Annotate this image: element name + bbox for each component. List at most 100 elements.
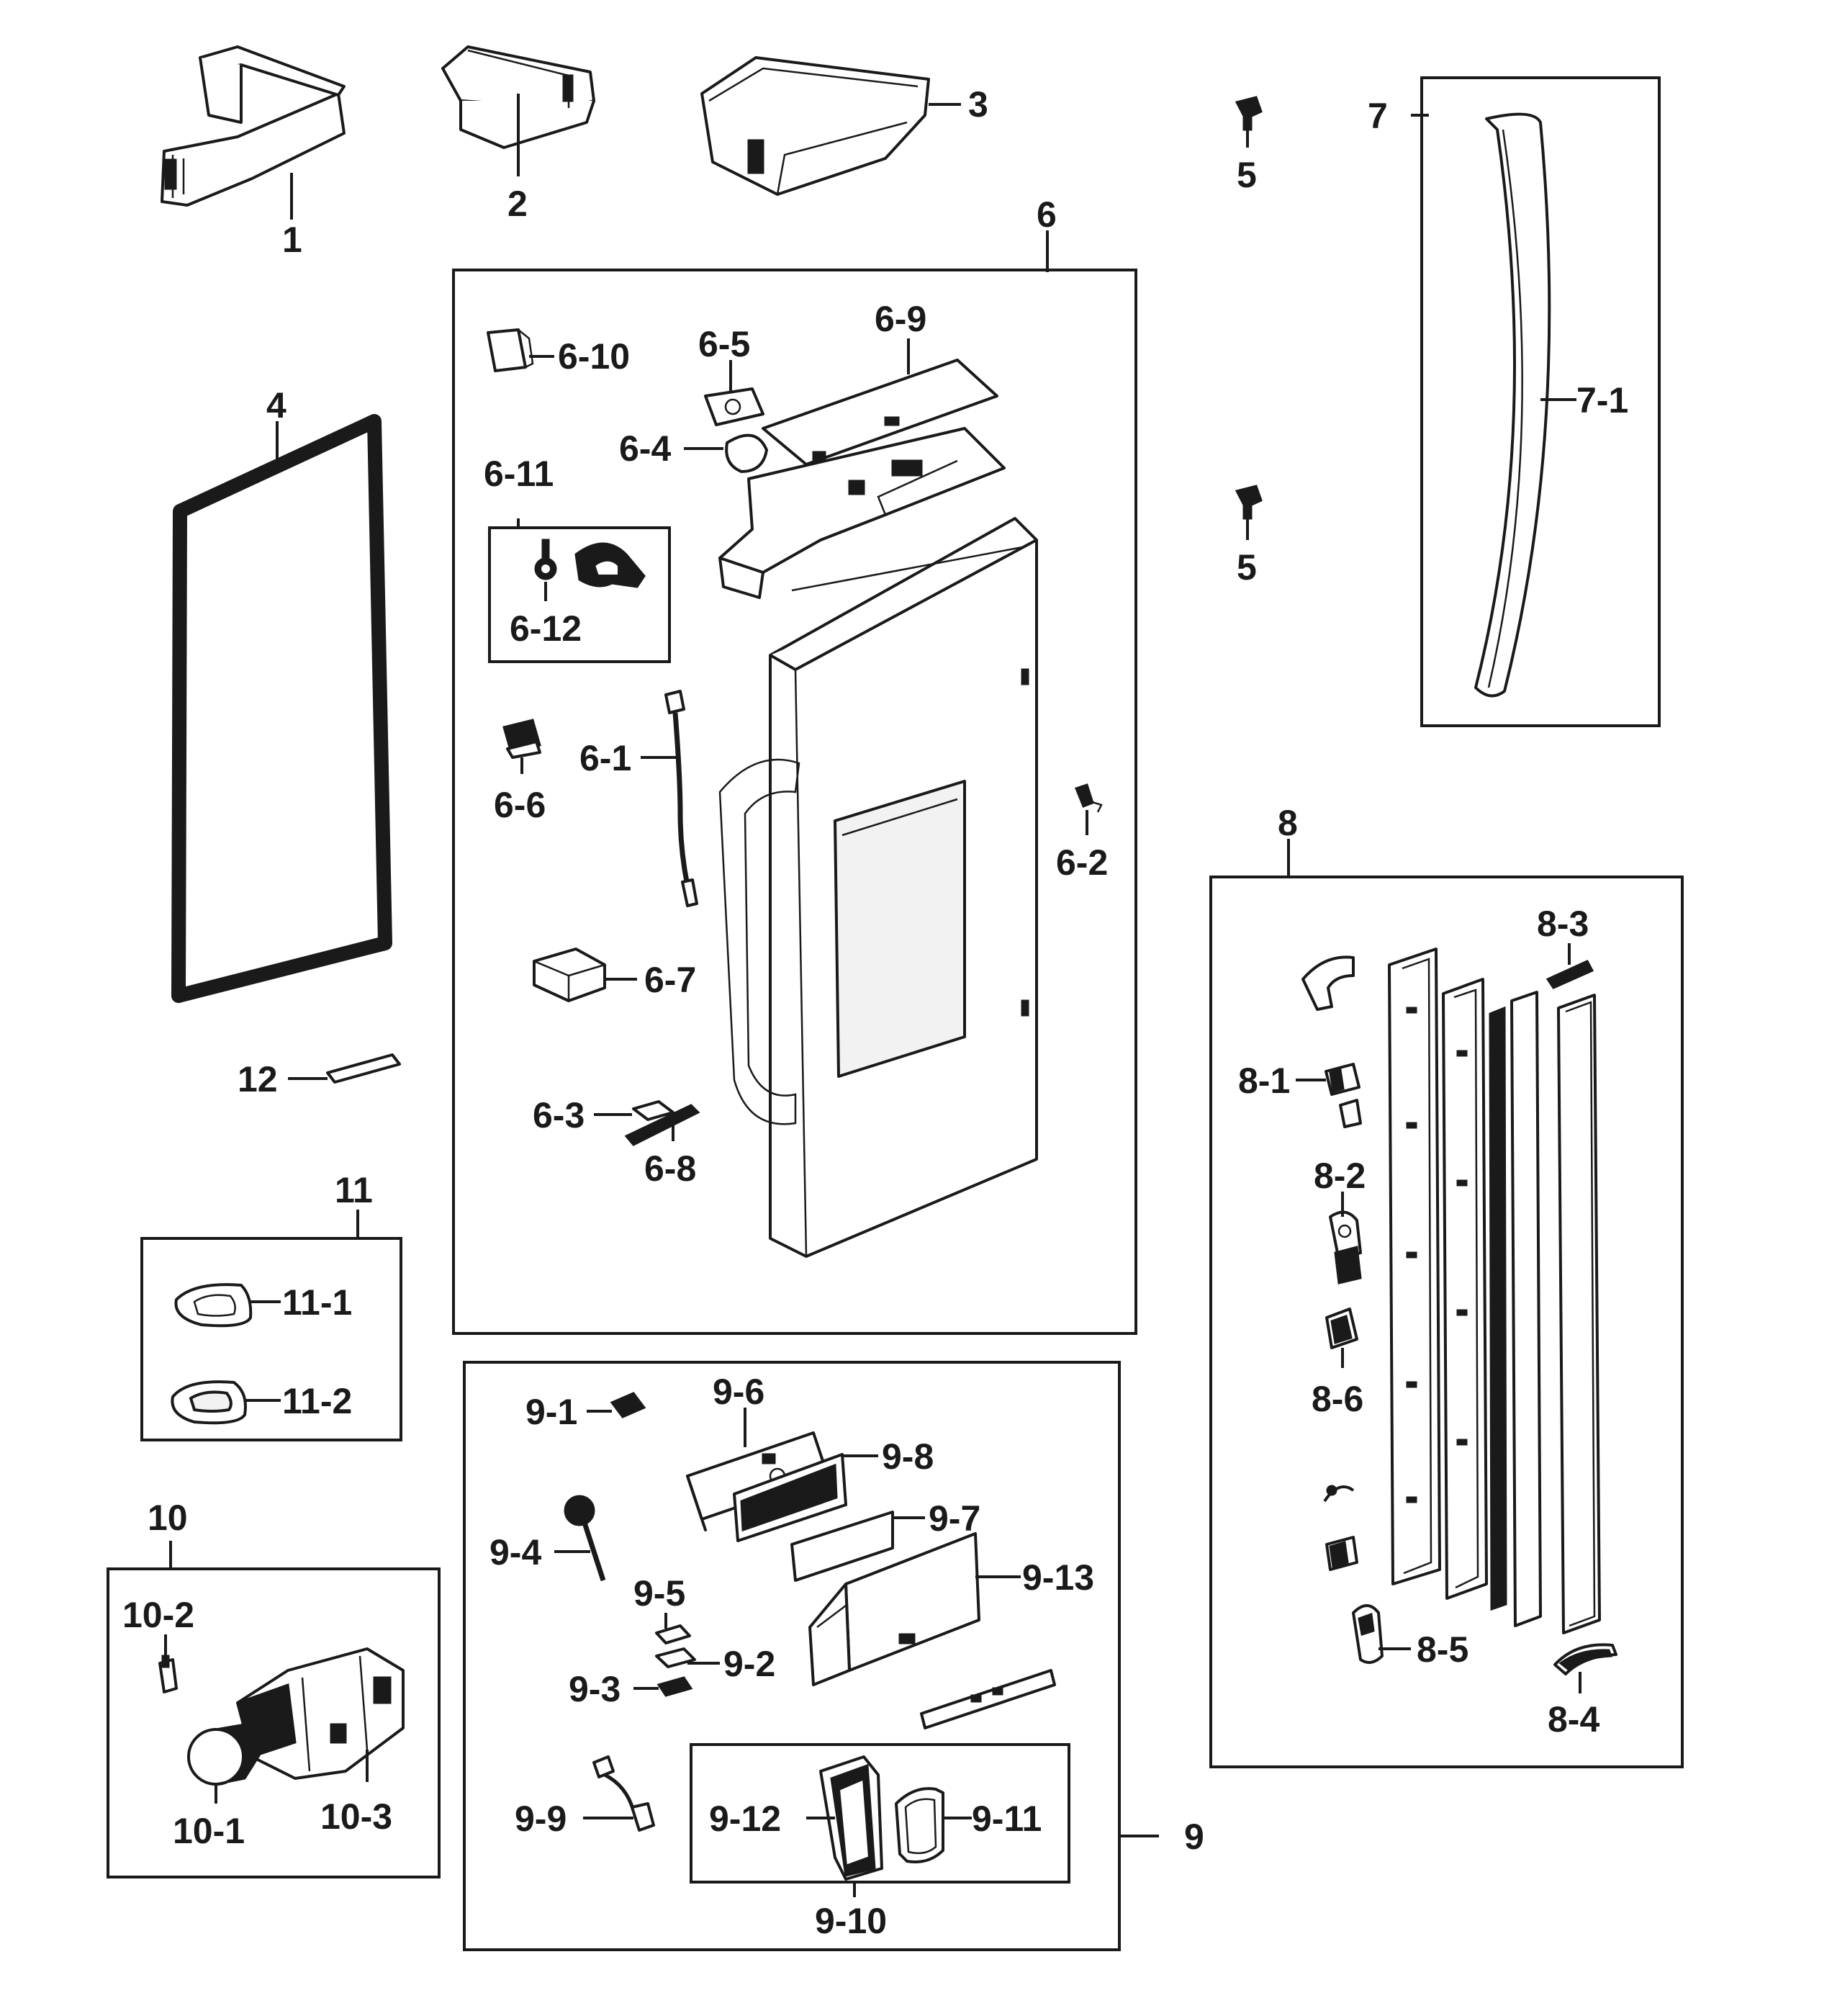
part-5-screw-bottom <box>1235 485 1263 520</box>
label-9-4: 9-4 <box>489 1532 541 1572</box>
label-4: 4 <box>266 385 286 426</box>
label-8-3: 8-3 <box>1537 904 1589 944</box>
label-10: 10 <box>148 1498 188 1538</box>
part-6-5-bracket <box>704 387 764 426</box>
part-6-7-module <box>533 948 606 1002</box>
part-3-door-bin <box>700 56 930 196</box>
label-9-8: 9-8 <box>882 1436 934 1477</box>
label-10-1: 10-1 <box>173 1811 245 1851</box>
label-8-2: 8-2 <box>1314 1156 1366 1196</box>
part-11-1-cap-ring <box>174 1283 253 1328</box>
part-12-pad <box>326 1053 401 1084</box>
label-6-7: 6-7 <box>644 960 696 1000</box>
part-9-5-pad <box>655 1624 691 1644</box>
label-10-2: 10-2 <box>122 1595 194 1635</box>
label-5b: 5 <box>1237 547 1257 588</box>
group-box-11 <box>140 1237 402 1441</box>
label-6-10: 6-10 <box>558 336 630 377</box>
label-6-12: 6-12 <box>510 608 582 649</box>
label-9-3: 9-3 <box>569 1669 621 1709</box>
part-8-2-clip <box>1329 1210 1362 1284</box>
group-box-9 <box>463 1361 1121 1951</box>
label-6-11: 6-11 <box>484 454 554 494</box>
part-6-2-sensor <box>1075 783 1103 813</box>
part-6-9-cover-panel <box>762 359 998 466</box>
part-9-11-cover <box>895 1787 944 1863</box>
label-9-9: 9-9 <box>515 1799 567 1839</box>
label-7-1: 7-1 <box>1576 380 1628 420</box>
part-9-2-pad <box>655 1647 696 1668</box>
part-1-door-bin <box>161 45 346 207</box>
label-6-5: 6-5 <box>698 324 750 364</box>
part-6-6-switch <box>502 719 541 759</box>
part-9-1-button <box>610 1392 646 1418</box>
label-6-4: 6-4 <box>619 428 671 469</box>
label-3: 3 <box>968 84 988 125</box>
label-9-13: 9-13 <box>1022 1557 1094 1598</box>
label-11: 11 <box>335 1170 373 1210</box>
label-6: 6 <box>1037 194 1057 235</box>
label-9-2: 9-2 <box>723 1644 775 1684</box>
label-10-3: 10-3 <box>320 1796 392 1837</box>
part-8-5-cap <box>1352 1604 1384 1664</box>
label-6-3: 6-3 <box>533 1095 585 1135</box>
part-9-7-film <box>790 1511 894 1582</box>
part-8-4-cap <box>1553 1643 1617 1675</box>
group-box-10 <box>107 1567 441 1878</box>
part-9-bar <box>920 1669 1056 1729</box>
label-2: 2 <box>507 184 528 224</box>
label-11-1: 11-1 <box>282 1282 352 1323</box>
part-5-screw-top <box>1235 96 1263 131</box>
label-9-11: 9-11 <box>972 1799 1042 1839</box>
part-6-11-bracket <box>574 542 646 588</box>
part-10-3-motor-assembly <box>236 1647 405 1780</box>
part-2-door-bin <box>441 45 595 149</box>
part-8-guide-rails <box>1388 948 1601 1634</box>
label-5a: 5 <box>1237 155 1257 195</box>
part-6-12-screw <box>534 539 557 580</box>
label-6-6: 6-6 <box>494 785 546 825</box>
label-9-6: 9-6 <box>713 1372 764 1412</box>
group-box-6 <box>452 269 1137 1335</box>
part-6-3-pad <box>632 1100 674 1121</box>
label-9-7: 9-7 <box>929 1498 980 1539</box>
label-6-1: 6-1 <box>579 738 631 778</box>
part-11-2-cap-pad <box>171 1380 247 1425</box>
label-12: 12 <box>238 1059 278 1099</box>
part-8-3-strip <box>1546 960 1594 989</box>
part-6-8-strip <box>624 1104 700 1146</box>
group-box-9-10 <box>690 1743 1070 1884</box>
label-8-6: 8-6 <box>1312 1379 1363 1419</box>
group-box-7 <box>1420 76 1661 727</box>
part-6-4-clip <box>725 433 768 473</box>
label-9-5: 9-5 <box>633 1573 685 1614</box>
part-6-10-block <box>487 328 534 372</box>
part-8-spring <box>1323 1485 1355 1503</box>
label-9-1: 9-1 <box>525 1392 577 1432</box>
label-7: 7 <box>1368 96 1388 136</box>
part-6-housing <box>718 427 1006 599</box>
label-9-12: 9-12 <box>709 1799 781 1839</box>
part-7-1-door-handle <box>1474 112 1551 698</box>
part-6-door-body <box>718 517 1038 1258</box>
group-box-8 <box>1209 876 1684 1768</box>
part-4-door-gasket <box>171 414 392 1003</box>
part-9-12-cover-frame <box>819 1755 883 1881</box>
label-1: 1 <box>282 220 302 260</box>
label-6-8: 6-8 <box>644 1148 696 1189</box>
label-11-2: 11-2 <box>282 1381 352 1421</box>
label-8-4: 8-4 <box>1548 1699 1599 1740</box>
label-9: 9 <box>1184 1817 1204 1857</box>
part-9-4-knob <box>564 1495 606 1582</box>
label-8-1: 8-1 <box>1238 1061 1290 1101</box>
part-10-1-knob <box>187 1723 264 1786</box>
label-8: 8 <box>1278 803 1298 843</box>
part-8-hook <box>1301 955 1355 1011</box>
label-6-2: 6-2 <box>1056 842 1108 883</box>
group-box-6-11 <box>488 526 671 663</box>
part-6-1-wire-harness <box>664 690 698 907</box>
part-8-1-clip <box>1325 1063 1362 1128</box>
part-9-3-sensor <box>656 1676 693 1697</box>
part-9-13-panel <box>808 1532 980 1686</box>
